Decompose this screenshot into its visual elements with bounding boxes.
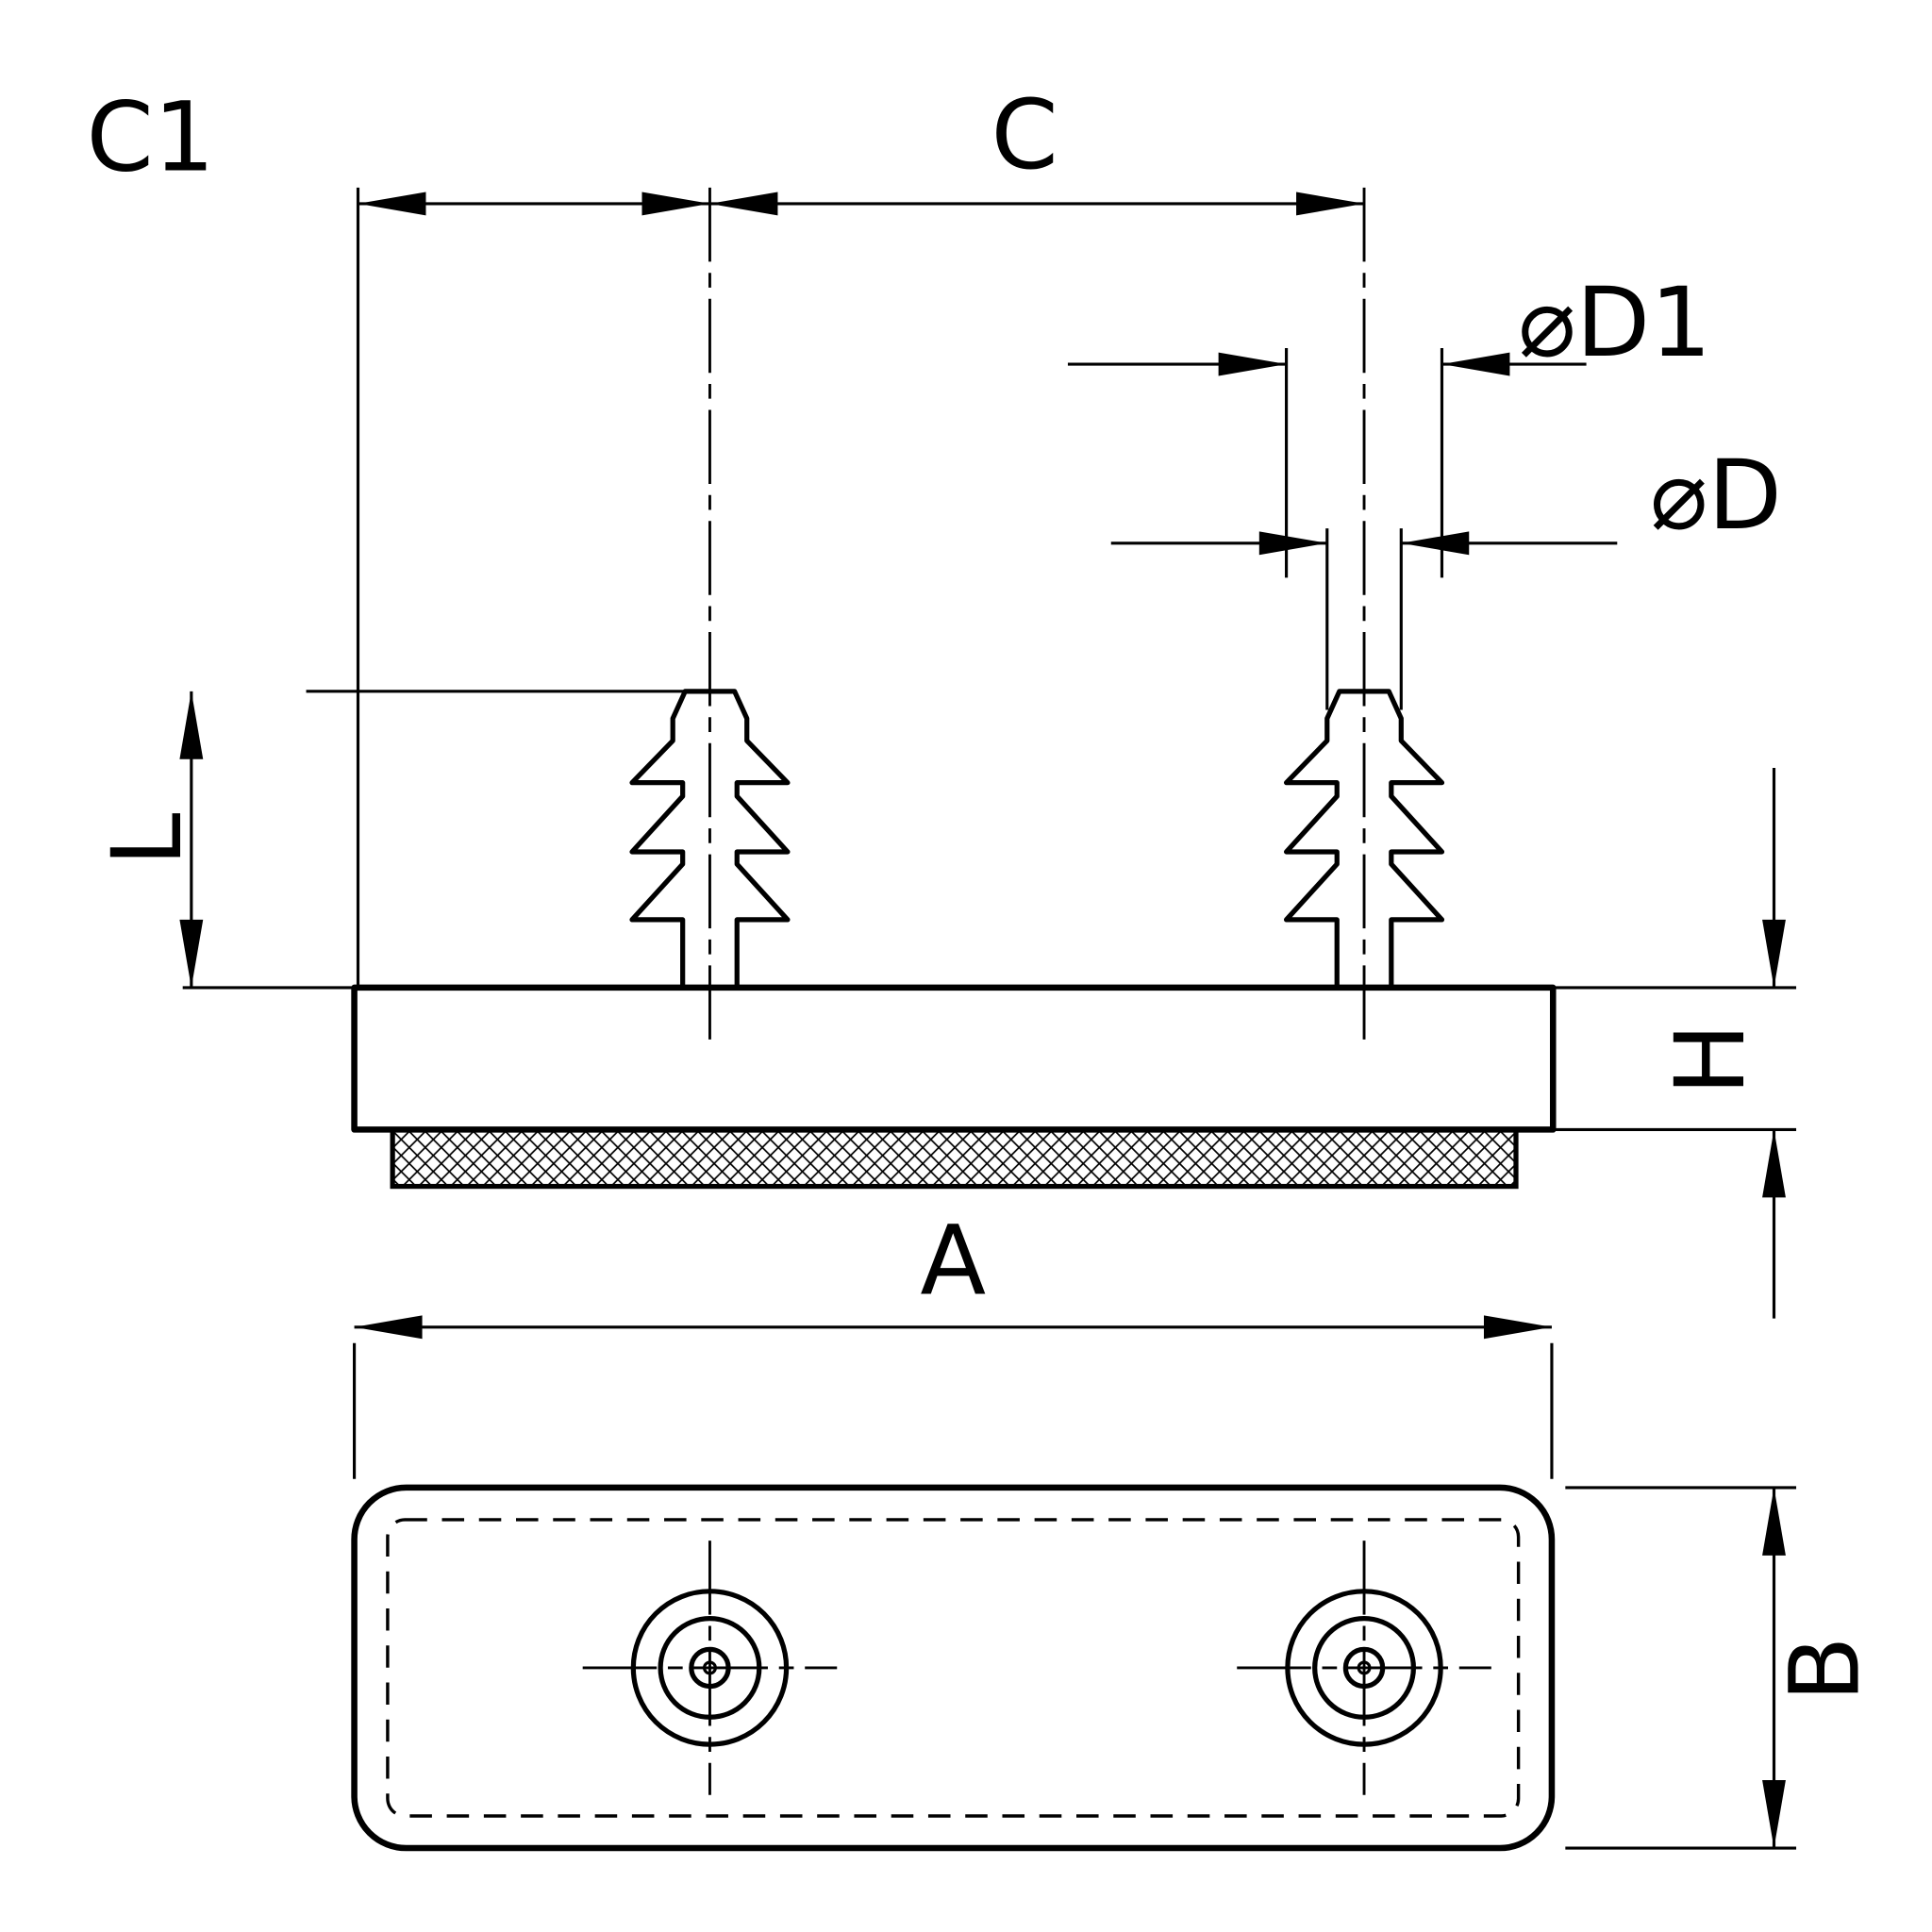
arrowhead (641, 192, 710, 216)
boss-inner-circle (1342, 1646, 1386, 1690)
arrowhead (1762, 919, 1786, 988)
arrowhead (1218, 352, 1287, 376)
gasket-pad (390, 1126, 1519, 1190)
plate-outline (351, 984, 1557, 1133)
arrowhead (179, 691, 204, 759)
arrowhead (1762, 1129, 1786, 1198)
arrowhead (1296, 192, 1365, 216)
side-view (351, 187, 1557, 1190)
label-c: C (991, 79, 1058, 192)
dimension-b: B (1565, 1486, 1881, 1850)
pin-boss-left (582, 1541, 838, 1795)
arrowhead (1441, 352, 1510, 376)
bottom-view (351, 1484, 1556, 1852)
boss-center-point (703, 1660, 717, 1675)
dimension-c1: C1 (87, 82, 710, 988)
label-a: A (920, 1205, 986, 1317)
arrowhead (1762, 1487, 1786, 1556)
arrowhead (1258, 531, 1327, 556)
arrowhead (1483, 1315, 1552, 1340)
label-l: L (92, 812, 204, 866)
dimension-a: A (353, 1205, 1554, 1479)
arrowhead (179, 919, 204, 988)
boss-center-point (1357, 1660, 1372, 1675)
label-d1: ⌀D1 (1518, 267, 1711, 379)
arrowhead (1401, 531, 1470, 556)
body-outline (351, 1484, 1556, 1852)
boss-inner-circle (689, 1646, 731, 1690)
dimension-h: H (1553, 767, 1797, 1319)
push-in-pin-right (1283, 689, 1445, 991)
arrowhead (354, 1315, 423, 1340)
boss-outer-circle (630, 1589, 790, 1747)
dimension-c: C (709, 79, 1365, 216)
arrowhead (709, 192, 778, 216)
dimension-d: ⌀D (1110, 440, 1782, 710)
boss-mid-circle (658, 1615, 762, 1720)
push-in-pin-left (629, 689, 791, 991)
pin-boss-right (1237, 1541, 1491, 1795)
boss-outer-circle (1285, 1589, 1443, 1747)
label-c1: C1 (87, 82, 215, 194)
dimension-d1: ⌀D1 (1067, 267, 1711, 578)
dimension-l: L (92, 690, 687, 990)
arrowhead (1762, 1780, 1786, 1849)
label-b: B (1769, 1636, 1881, 1702)
label-d: ⌀D (1650, 440, 1782, 552)
boss-mid-circle (1312, 1615, 1416, 1720)
arrowhead (358, 192, 426, 216)
label-h: H (1655, 1023, 1767, 1095)
